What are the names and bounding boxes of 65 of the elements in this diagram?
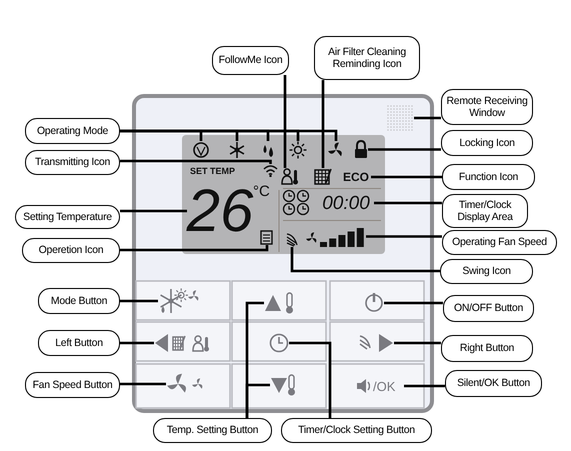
leader-line bbox=[368, 148, 441, 151]
function-text: ECO bbox=[341, 169, 371, 185]
bar-graph-icon bbox=[320, 226, 366, 247]
right-arrow-icon bbox=[358, 332, 394, 354]
sun-icon bbox=[289, 141, 307, 159]
leader-line bbox=[284, 75, 286, 168]
left-arrow-icon bbox=[154, 332, 212, 354]
temperature-digits: 26 bbox=[187, 180, 253, 242]
callout-label: FollowMe Icon bbox=[212, 46, 289, 75]
filter-icon bbox=[314, 168, 332, 185]
temperature-down-icon bbox=[270, 374, 298, 396]
document-icon bbox=[260, 230, 274, 245]
leader-line bbox=[371, 176, 442, 178]
leader-line bbox=[366, 235, 442, 238]
leader-line bbox=[322, 80, 324, 168]
lock-icon bbox=[354, 140, 368, 159]
callout-label: Operetion Icon bbox=[22, 238, 120, 263]
sensor-window bbox=[386, 104, 414, 132]
leader-line bbox=[394, 342, 441, 344]
callout-label: Swing Icon bbox=[440, 259, 533, 284]
button-label: /OK bbox=[373, 378, 396, 394]
callout-label: Mode Button bbox=[38, 288, 120, 314]
leader-line bbox=[384, 302, 443, 304]
time-digits: 00:00 bbox=[318, 193, 374, 213]
callout-label: Transmitting Icon bbox=[25, 150, 120, 175]
unit-text: °C bbox=[253, 184, 270, 199]
callout-label: ON/OFF Button bbox=[443, 295, 534, 322]
leader-line bbox=[120, 382, 166, 386]
callout-label: Right Button bbox=[441, 335, 533, 362]
callout-label: Temp. Setting Button bbox=[153, 418, 272, 443]
callout-label: Locking Icon bbox=[441, 130, 533, 156]
temperature-up-icon bbox=[264, 292, 296, 314]
leader-line bbox=[290, 247, 440, 272]
power-icon bbox=[364, 292, 384, 314]
snowflake-icon bbox=[228, 141, 246, 159]
callout-label: Operating Fan Speed bbox=[442, 230, 557, 255]
callout-label: Fan Speed Button bbox=[25, 372, 120, 398]
fan-icon bbox=[327, 141, 345, 159]
leader-line bbox=[120, 300, 158, 302]
callout-label: Remote Receiving Window bbox=[441, 89, 533, 125]
clock-icon bbox=[269, 332, 289, 354]
leader-line bbox=[120, 210, 187, 212]
mode-icon bbox=[158, 288, 200, 314]
leader-line bbox=[414, 116, 441, 120]
leader-line bbox=[120, 160, 272, 164]
lcd-caption: SET TEMP bbox=[190, 167, 236, 176]
callout-label: Air Filter Cleaning Reminding Icon bbox=[314, 36, 420, 80]
leader-line bbox=[404, 384, 445, 388]
auto-mode-icon bbox=[190, 141, 212, 159]
leader-line bbox=[374, 202, 442, 204]
leader-line bbox=[120, 245, 268, 252]
callout-label: Silent/OK Button bbox=[445, 370, 542, 397]
leader-line bbox=[289, 342, 332, 418]
callout-label: Function Icon bbox=[442, 164, 535, 190]
callout-label: Timer/Clock Display Area bbox=[442, 194, 528, 228]
signal-icon bbox=[263, 164, 278, 177]
leader-line bbox=[120, 342, 154, 344]
callout-label: Setting Temperature bbox=[15, 205, 120, 229]
louver-icon bbox=[285, 231, 299, 247]
leader-line bbox=[120, 130, 338, 141]
callout-label: Operating Mode bbox=[25, 118, 120, 144]
callout-label: Timer/Clock Setting Button bbox=[281, 418, 432, 443]
callout-label: Left Button bbox=[38, 330, 120, 356]
leader-line bbox=[246, 384, 270, 418]
person-icon bbox=[281, 168, 299, 185]
